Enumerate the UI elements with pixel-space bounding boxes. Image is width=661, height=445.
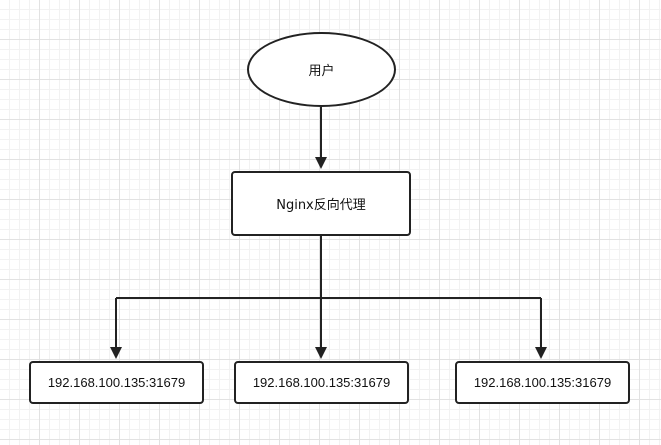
- user-node[interactable]: 用户: [247, 32, 396, 107]
- server-node-1[interactable]: 192.168.100.135:31679: [29, 361, 204, 404]
- server-node-2[interactable]: 192.168.100.135:31679: [234, 361, 409, 404]
- nginx-proxy-label: Nginx反向代理: [276, 198, 366, 213]
- arrowhead-proxy: [315, 157, 327, 169]
- server-node-3[interactable]: 192.168.100.135:31679: [455, 361, 630, 404]
- nginx-proxy-node[interactable]: Nginx反向代理: [231, 171, 411, 236]
- arrowhead-server-1: [110, 347, 122, 359]
- arrowhead-server-2: [315, 347, 327, 359]
- arrowhead-server-3: [535, 347, 547, 359]
- server-node-1-label: 192.168.100.135:31679: [47, 375, 186, 390]
- server-node-3-label: 192.168.100.135:31679: [473, 375, 612, 390]
- user-node-label: 用户: [308, 64, 335, 79]
- server-node-2-label: 192.168.100.135:31679: [252, 375, 391, 390]
